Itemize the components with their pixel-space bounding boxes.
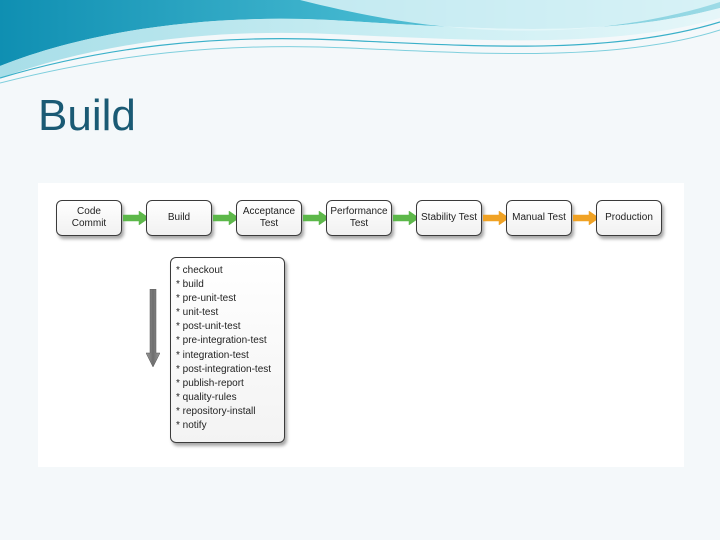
list-item: * pre-unit-test bbox=[176, 293, 237, 305]
arrow-right-icon bbox=[123, 211, 149, 225]
arrow-right-icon bbox=[573, 211, 599, 225]
build-steps-list: * checkout * build * pre-unit-test * uni… bbox=[176, 264, 284, 433]
stage-manual-test: Manual Test bbox=[506, 200, 572, 236]
list-item: * pre-integration-test bbox=[176, 335, 267, 347]
list-item: * repository-install bbox=[176, 405, 256, 417]
list-item: * build bbox=[176, 279, 204, 291]
pipeline-diagram: Code Commit Build Acceptance Test Perfor… bbox=[38, 183, 684, 467]
list-item: * unit-test bbox=[176, 307, 219, 319]
stage-stability-test: Stability Test bbox=[416, 200, 482, 236]
list-item: * notify bbox=[176, 420, 207, 432]
list-item: * post-unit-test bbox=[176, 321, 241, 333]
stage-performance-test: Performance Test bbox=[326, 200, 392, 236]
list-item: * publish-report bbox=[176, 377, 244, 389]
arrow-right-icon bbox=[213, 211, 239, 225]
stage-production: Production bbox=[596, 200, 662, 236]
stage-code-commit: Code Commit bbox=[56, 200, 122, 236]
list-item: * checkout bbox=[176, 265, 223, 276]
arrow-right-icon bbox=[483, 211, 509, 225]
list-item: * quality-rules bbox=[176, 391, 237, 403]
arrow-right-icon bbox=[303, 211, 329, 225]
header-wave-decoration bbox=[0, 0, 720, 84]
arrow-down-icon bbox=[146, 289, 160, 367]
build-steps-box: * checkout * build * pre-unit-test * uni… bbox=[170, 257, 285, 443]
list-item: * post-integration-test bbox=[176, 363, 272, 375]
arrow-right-icon bbox=[393, 211, 419, 225]
stage-acceptance-test: Acceptance Test bbox=[236, 200, 302, 236]
slide-title: Build bbox=[38, 91, 136, 140]
stage-build: Build bbox=[146, 200, 212, 236]
list-item: * integration-test bbox=[176, 349, 249, 361]
